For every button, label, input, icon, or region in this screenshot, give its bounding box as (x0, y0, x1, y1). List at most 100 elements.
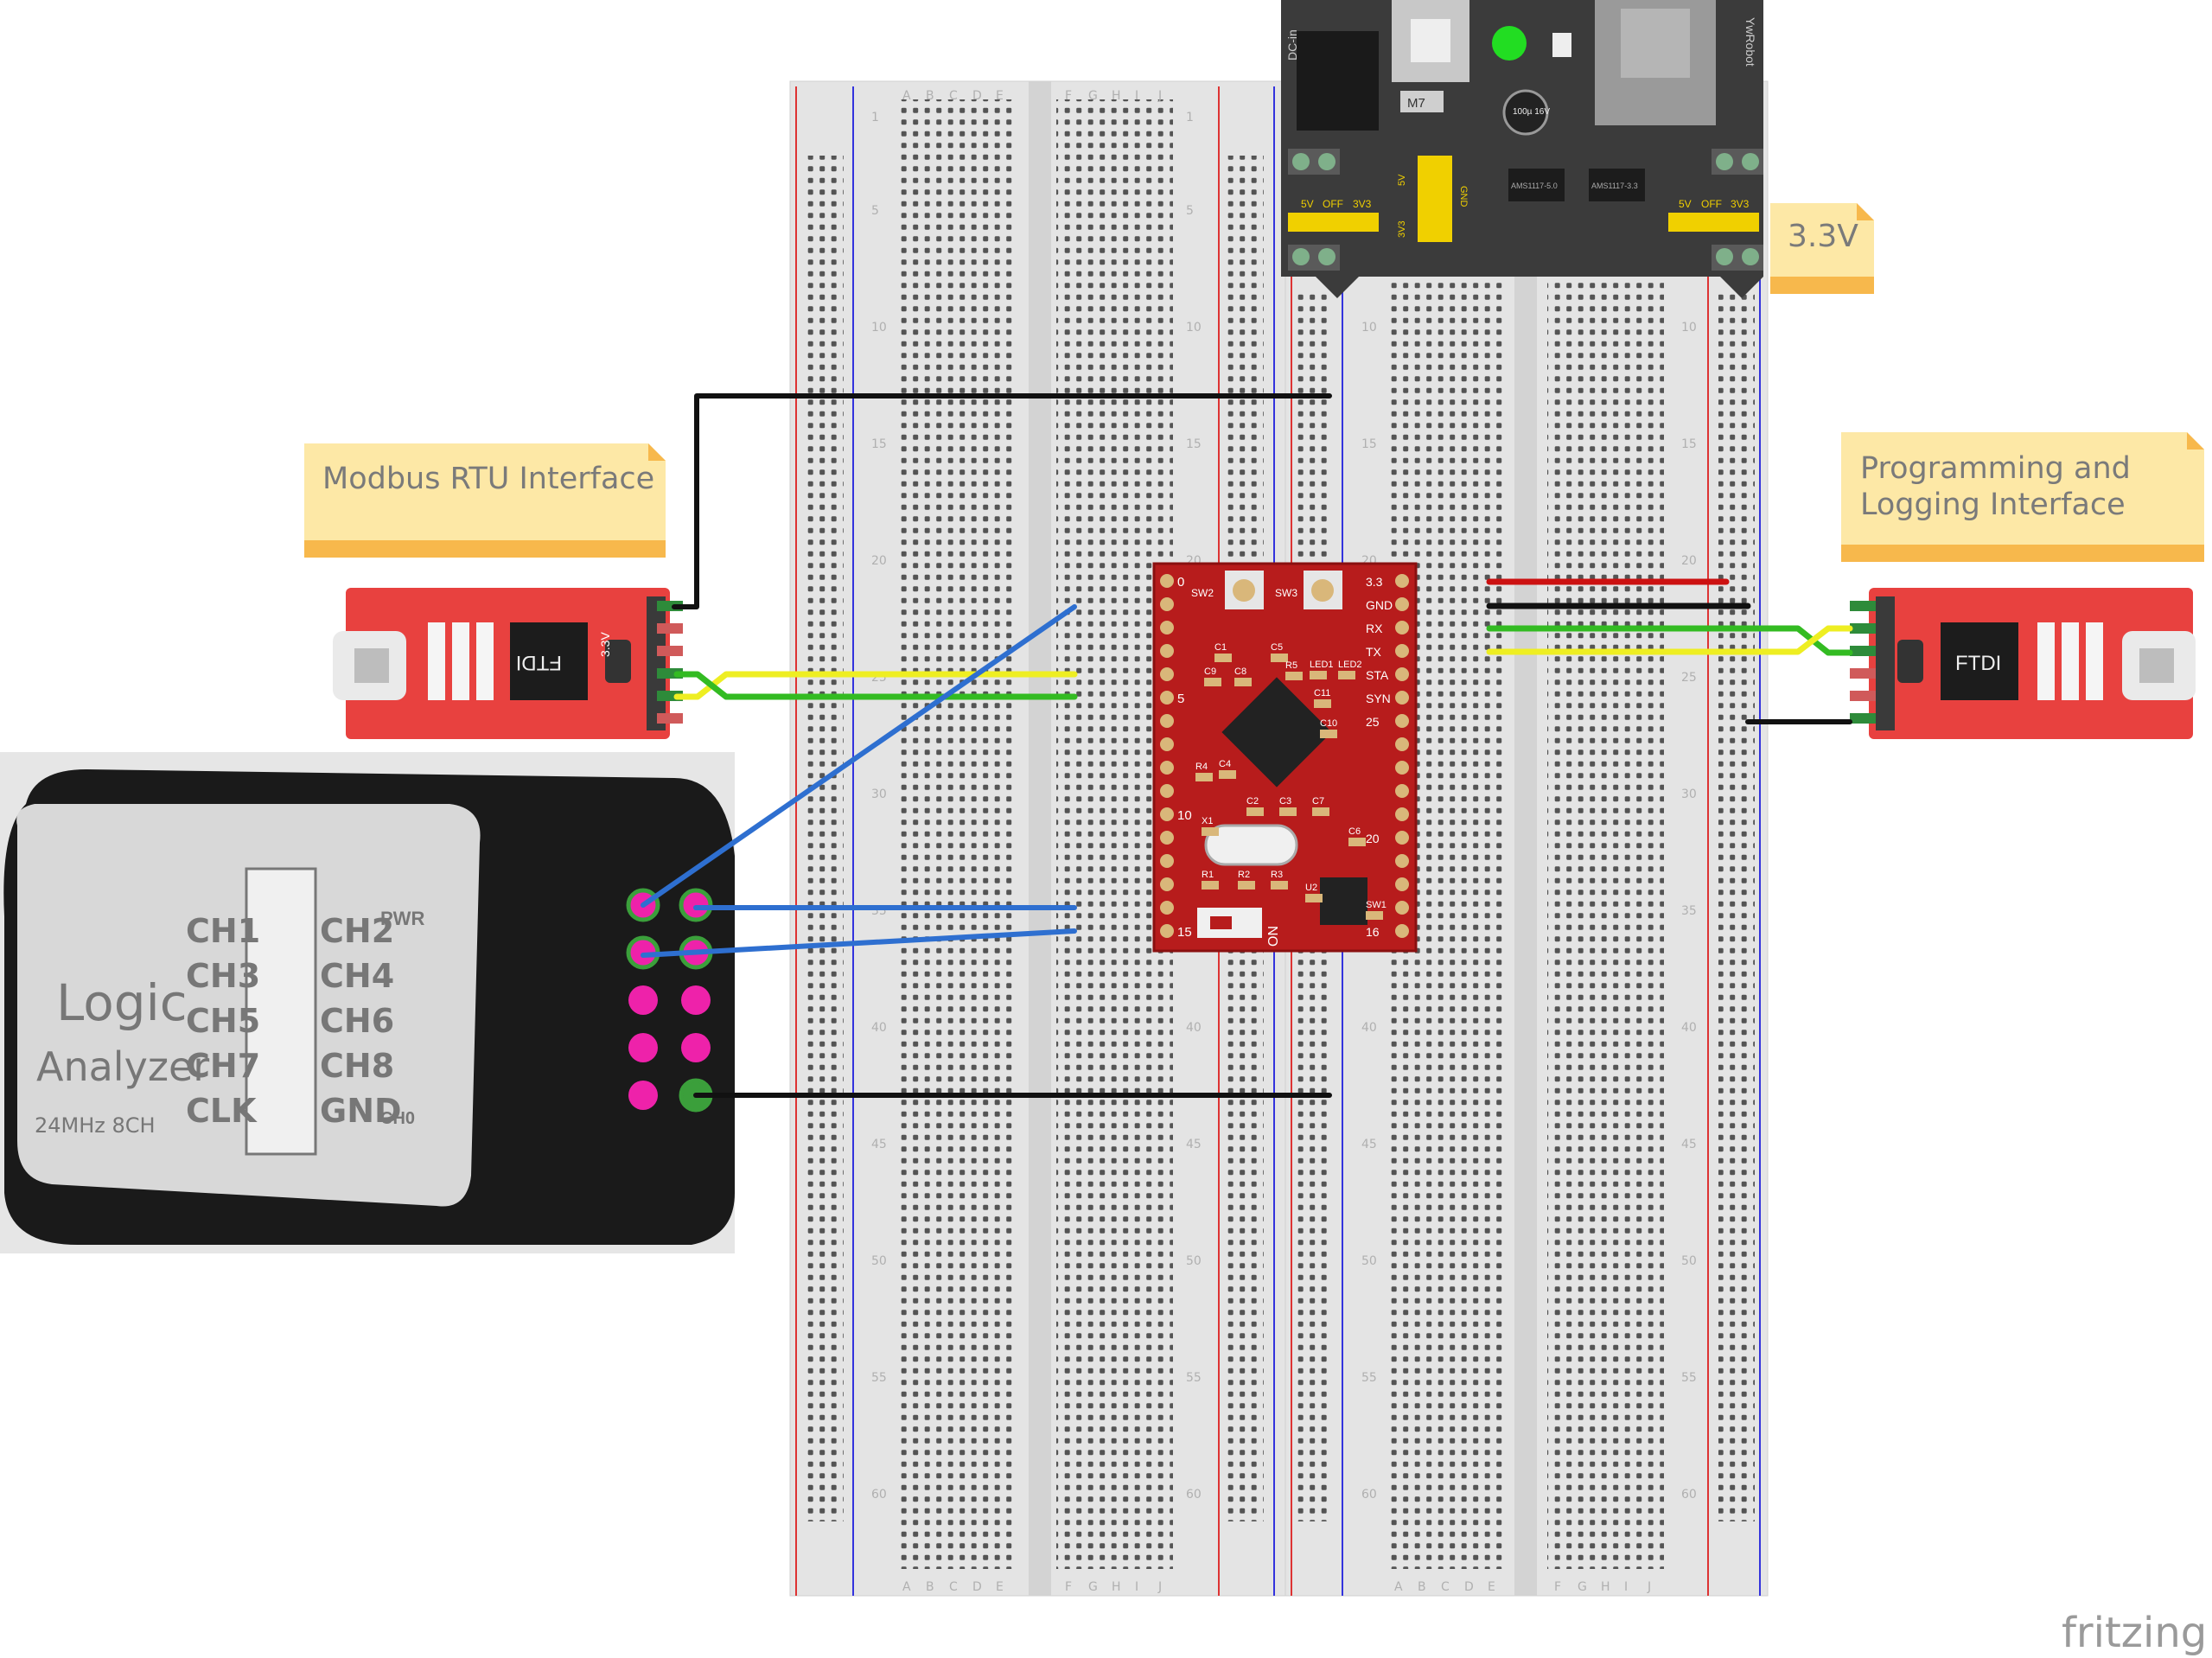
analyzer-channel-label: CH1 (186, 912, 260, 950)
mcu-smd-component (1271, 654, 1288, 662)
svg-text:3V3: 3V3 (1397, 220, 1407, 238)
svg-text:5V: 5V (1679, 198, 1692, 210)
bb-row-label: 55 (1361, 1371, 1377, 1385)
bb-column-label: J (1157, 1580, 1162, 1594)
mcu-pin-right (1395, 621, 1409, 635)
analyzer-pins (626, 888, 713, 1113)
mcu-pin-label-right: SYN (1366, 692, 1391, 705)
mcu-pin-label-right: 20 (1366, 832, 1380, 845)
bb-column-label: B (1418, 1580, 1426, 1594)
bb-row-label: 40 (1186, 1021, 1202, 1035)
mcu-part-label: R4 (1195, 762, 1208, 772)
bb-row-label: 45 (1186, 1138, 1202, 1151)
mcu-pin-right (1395, 924, 1409, 938)
bb-row-label: 25 (1681, 671, 1697, 685)
wire-blue-ch3 (641, 928, 1077, 958)
analyzer-channel-label: CH2 (320, 912, 394, 950)
bb-row-label: 30 (871, 788, 887, 801)
bb-row-label: 35 (1681, 904, 1697, 918)
analyzer-channel-label: CH4 (320, 957, 394, 995)
bb-column-label: G (1578, 1580, 1587, 1594)
mcu-part-label: C6 (1348, 826, 1361, 837)
mcu-part-label: C3 (1279, 796, 1291, 807)
mcu-pin-left (1160, 831, 1174, 845)
note-voltage: 3.3V (1770, 203, 1874, 294)
mcu-smd-component (1195, 773, 1213, 781)
mcu-part-label: C11 (1314, 688, 1330, 698)
bb-column-label: F (1554, 1580, 1561, 1594)
note-voltage-text: 3.3V (1788, 219, 1858, 254)
mcu-smd-component (1285, 672, 1303, 680)
mcu-pin-left (1160, 877, 1174, 891)
bb-column-label: C (949, 89, 958, 103)
dc-jack (1297, 31, 1379, 131)
bb-row-label: 50 (871, 1254, 887, 1268)
mcu-part-label: LED1 (1310, 660, 1334, 670)
mcu-smd-component (1314, 699, 1331, 708)
bb-column-label: F (1065, 1580, 1072, 1594)
analyzer-pin (628, 1033, 658, 1062)
bb-row-label: 50 (1681, 1254, 1697, 1268)
analyzer-channel-label: CH6 (320, 1002, 394, 1040)
analyzer-channel-label: CLK (186, 1092, 258, 1130)
bb-row-label: 10 (1186, 321, 1202, 335)
mcu-pin-right (1395, 691, 1409, 705)
svg-text:GND: GND (1458, 186, 1469, 207)
bb-row-label: 60 (1186, 1488, 1202, 1502)
mcu-smd-component (1204, 678, 1221, 686)
analyzer-title: Logic (56, 973, 188, 1032)
mcu-part-label: LED2 (1338, 660, 1362, 670)
note-programming-line2: Logging Interface (1860, 488, 2126, 522)
svg-text:5V: 5V (1397, 174, 1407, 186)
svg-text:AMS1117-5.0: AMS1117-5.0 (1511, 182, 1558, 190)
mcu-pin-right (1395, 597, 1409, 611)
analyzer-channel-label: GND (320, 1092, 402, 1130)
mcu-pin-right (1395, 667, 1409, 681)
bb-column-label: E (996, 89, 1004, 103)
bb-row-label: 55 (1186, 1371, 1202, 1385)
bb-row-label: 20 (871, 554, 887, 568)
svg-text:3V3: 3V3 (1353, 198, 1372, 210)
mcu-pin-left (1160, 807, 1174, 821)
mcu-pin-label-left: 10 (1177, 808, 1192, 823)
terminal-holes (1547, 277, 1664, 1569)
bb-row-label: 60 (1681, 1488, 1697, 1502)
mcu-smd-component (1271, 881, 1288, 890)
bb-row-label: 20 (1681, 554, 1697, 568)
svg-text:ON: ON (1266, 926, 1281, 947)
mcu-part-label: C7 (1312, 796, 1324, 807)
bb-column-label: H (1112, 1580, 1121, 1594)
mcu-pin-right (1395, 901, 1409, 915)
bb-column-label: D (972, 89, 982, 103)
capacitor (1502, 89, 1549, 136)
svg-text:SW2: SW2 (1191, 587, 1214, 599)
bb-column-label: B (926, 89, 934, 103)
mcu-part-label: C10 (1320, 718, 1337, 729)
mcu-pin-right (1395, 831, 1409, 845)
brand-label: YwRobot (1743, 17, 1757, 67)
ftdi-right-label: FTDI (1955, 652, 2001, 675)
terminal-holes (897, 99, 1014, 1569)
analyzer-pin (681, 985, 711, 1015)
bb-row-label: 50 (1361, 1254, 1377, 1268)
mcu-pin-right (1395, 807, 1409, 821)
bb-row-label: 55 (871, 1371, 887, 1385)
bb-row-label: 55 (1681, 1371, 1697, 1385)
mcu-part-label: C9 (1204, 666, 1216, 677)
bb-column-label: A (902, 1580, 911, 1594)
mcu-pin-left (1160, 924, 1174, 938)
mcu-smd-component (1202, 881, 1219, 890)
mcu-smd-component (1214, 654, 1232, 662)
bb-row-label: 10 (1361, 321, 1377, 335)
bb-column-label: I (1624, 1580, 1628, 1594)
mcu-pin-right (1395, 644, 1409, 658)
bb-column-label: D (972, 1580, 982, 1594)
mcu-part-label: SW1 (1366, 900, 1386, 910)
mcu-chip (1221, 677, 1332, 788)
breadboard-right: AABBCCDDEEFFGGHHIIJJ11551010151520202525… (1284, 80, 1769, 1597)
mcu-pin-left (1160, 644, 1174, 658)
mcu-pin-left (1160, 854, 1174, 868)
bb-row-label: 50 (1186, 1254, 1202, 1268)
analyzer-spec: 24MHz 8CH (35, 1113, 156, 1138)
mcu-pin-label-left: 5 (1177, 692, 1184, 706)
